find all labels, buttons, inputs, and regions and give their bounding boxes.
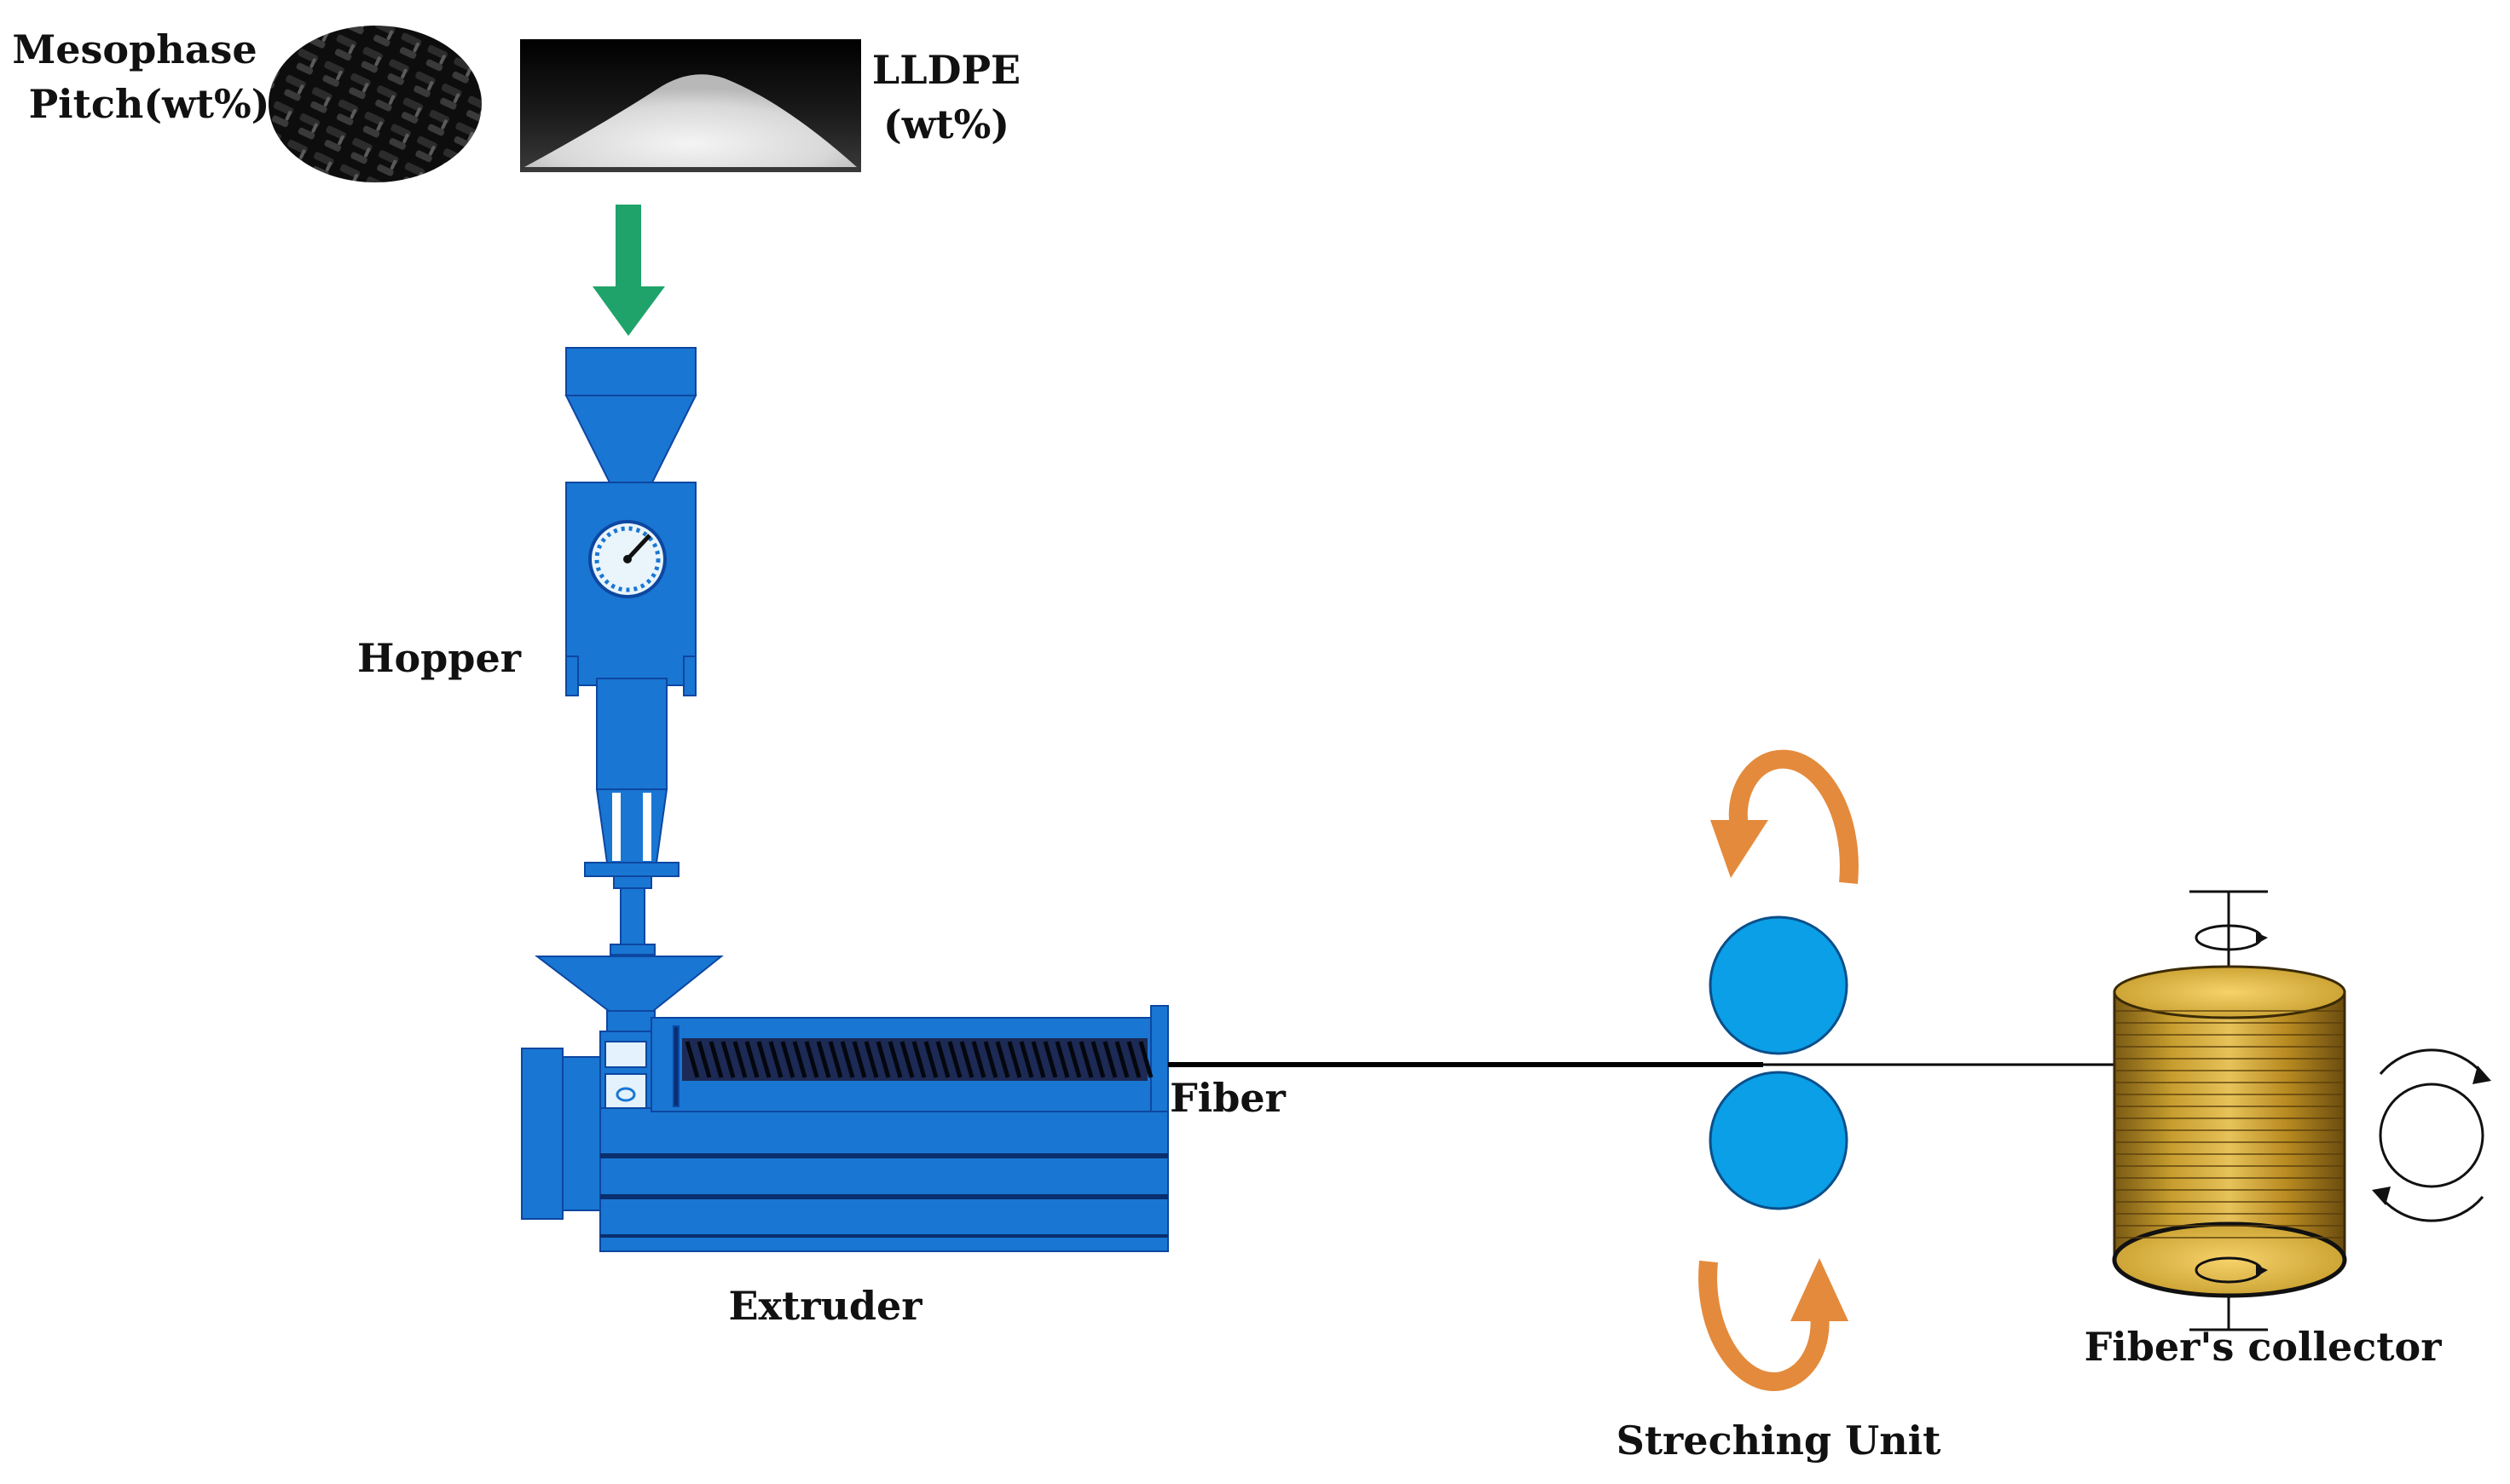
fiber-label: Fiber — [1170, 1075, 1287, 1121]
pressure-gauge-icon — [588, 520, 667, 598]
lldpe-label-line2: (wt%) — [883, 101, 1009, 147]
fiber-collector — [2112, 890, 2347, 1331]
collector-label: Fiber's collector — [2085, 1324, 2443, 1370]
lldpe-label-line1: LLDPE — [872, 47, 1021, 93]
mesophase-label-line2: Pitch(wt%) — [29, 81, 270, 127]
curved-rotation-arrow-icon — [1710, 749, 1859, 885]
extruder-label: Extruder — [728, 1283, 922, 1329]
lower-roller — [1709, 1071, 1848, 1210]
mesophase-pitch-image — [269, 26, 482, 182]
curved-rotation-arrow-icon-lower — [1698, 1258, 1848, 1391]
spindle-rotation-icon-bottom — [2195, 1256, 2268, 1284]
spindle-rotation-icon-top — [2195, 924, 2268, 951]
hopper — [564, 347, 697, 956]
down-arrow-icon — [593, 205, 665, 336]
stretching-unit-label: Streching Unit — [1616, 1418, 1942, 1464]
hopper-label: Hopper — [357, 635, 522, 681]
mesophase-label-line1: Mesophase — [12, 26, 257, 72]
extruder-screw — [682, 1038, 1154, 1081]
circular-rotation-arrow-icon — [2372, 1048, 2491, 1222]
lldpe-pellets-image — [520, 39, 861, 172]
extruder — [521, 956, 1169, 1252]
upper-roller — [1709, 915, 1848, 1055]
